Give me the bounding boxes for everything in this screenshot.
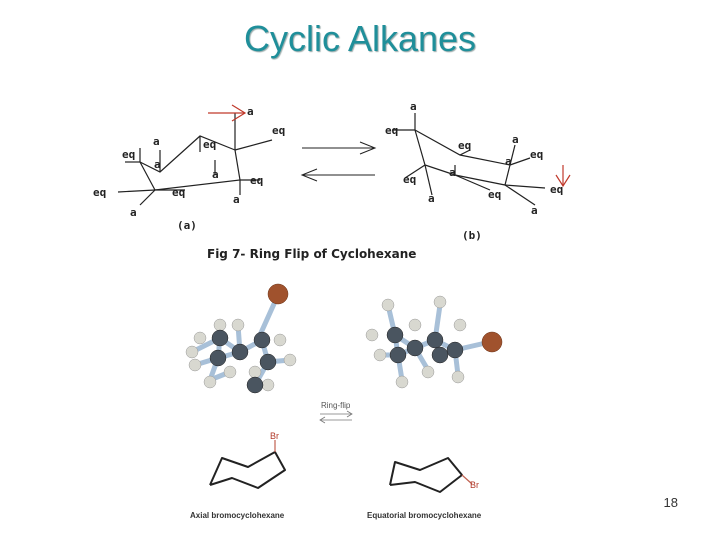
slide-title: Cyclic Alkanes <box>243 18 477 59</box>
ball-stick-equatorial <box>365 295 503 389</box>
ring-flip-arrows <box>319 410 353 424</box>
br-axial: Br <box>270 431 279 441</box>
br-equatorial: Br <box>470 480 479 490</box>
page-number: 18 <box>663 495 678 510</box>
label-b-a2: a <box>512 133 519 146</box>
label-eq1: eq <box>272 124 285 137</box>
label-a4: a <box>212 168 219 181</box>
label-b-a1: a <box>410 100 417 113</box>
label-b-eq3: eq <box>530 148 543 161</box>
ring-flip-label: Ring-flip <box>321 401 351 410</box>
label-b-a6: a <box>531 204 538 217</box>
label-a2: a <box>153 135 160 148</box>
label-a1: a <box>247 105 254 118</box>
chair-equatorial-line <box>389 457 473 493</box>
flip-arrow-left <box>208 104 247 122</box>
label-b-a4: a <box>449 166 456 179</box>
chair-axial-line <box>209 440 286 489</box>
label-b-a3: a <box>505 155 512 168</box>
axial-caption: Axial bromocyclohexane <box>190 511 285 520</box>
figure-caption: Fig 7- Ring Flip of Cyclohexane <box>207 247 416 261</box>
sublabel-a: (a) <box>177 219 197 232</box>
label-eq2: eq <box>203 138 216 151</box>
equatorial-caption: Equatorial bromocyclohexane <box>367 511 482 520</box>
label-eq5: eq <box>93 186 106 199</box>
chair-b <box>392 113 546 206</box>
equilibrium-arrows <box>300 141 377 182</box>
flip-arrow-right <box>555 165 571 188</box>
sublabel-b: (b) <box>462 229 482 242</box>
label-b-eq6: eq <box>488 188 501 201</box>
label-b-eq2: eq <box>458 139 471 152</box>
label-b-eq4: eq <box>403 173 416 186</box>
label-b-eq5: eq <box>550 183 563 196</box>
label-eq3: eq <box>122 148 135 161</box>
label-b-eq1: eq <box>385 124 398 137</box>
label-a3: a <box>154 158 161 171</box>
ball-stick-axial <box>185 283 297 394</box>
label-eq4: eq <box>250 174 263 187</box>
label-eq6: eq <box>172 186 185 199</box>
label-a6: a <box>130 206 137 219</box>
label-a5: a <box>233 193 240 206</box>
chair-a <box>117 113 273 206</box>
label-b-a5: a <box>428 192 435 205</box>
